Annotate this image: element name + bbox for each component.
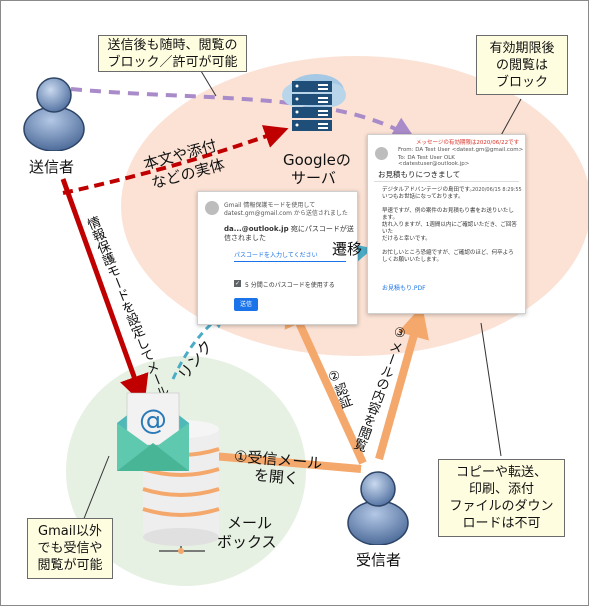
note-line: でも受信や [37, 541, 103, 556]
subject-divider [374, 181, 519, 182]
auth-arrow [284, 294, 367, 465]
avatar [205, 201, 219, 215]
recipient-address: da...@outlook.jp [224, 225, 289, 233]
passcode-headline: da...@outlook.jp 宛にパスコードが送 [224, 224, 354, 234]
body-line: お忙しいところ恐縮ですが、ご確認のほど、何卒よろ [382, 250, 514, 256]
body-line: 訪れ入りますが、1週間以内にご確認いただき、ご回答いた [382, 222, 517, 235]
body-line [382, 243, 518, 250]
body-line: ます。 [382, 215, 398, 221]
mode-line-1: Gmail 情報保護モードを使用して [224, 202, 316, 209]
google-server-label-1: Googleの [283, 151, 351, 169]
google-server-label-2: サーバ [291, 169, 336, 187]
note-non-gmail: Gmail以外 でも受信や 閲覧が可能 [27, 518, 113, 579]
passcode-input[interactable]: パスコードを入力してください [234, 250, 346, 262]
mail-body: デジタルアドバンテージの島田です。 いつもお世話になっております。 早速ですが、… [382, 187, 518, 264]
checkbox-label: 5 分間このパスコードを使用する [245, 282, 335, 289]
note-line: コピーや転送、 [455, 465, 547, 480]
server-rack-icon [282, 74, 346, 131]
note-line: 有効期限後 [489, 41, 555, 56]
entity-upload-arrow [62, 125, 289, 195]
note-line: 閲覧が可能 [37, 558, 103, 573]
note-line: の閲覧は [495, 58, 548, 73]
mailbox-label-1: メール [227, 514, 273, 532]
mail-from: From: DA Test User <datest.gm@gmail.com> [398, 147, 524, 153]
body-line: 早速ですが、例の案件のお見積もり書をお送りいたし [382, 208, 514, 214]
mail-to: To: DA Test User OLK <datestuser@outlook… [398, 155, 470, 167]
body-line: だけると幸いです。 [382, 236, 431, 242]
mailbox-label-2: ボックス [217, 533, 277, 551]
block-permit-arrow [70, 87, 416, 140]
transition-label: 遷移 [332, 240, 363, 258]
mail-subject: お見積もりにつきまして [378, 170, 461, 179]
person-icon [23, 77, 85, 151]
body-line [382, 201, 518, 208]
send-button[interactable]: 送信 [234, 298, 258, 311]
passcode-headline-2: 信されました [224, 234, 266, 242]
attachment-link[interactable]: お見積もり.PDF [382, 285, 426, 292]
note-copy-restricted: コピーや転送、 印刷、添付 ファイルのダウン ロードは不可 [438, 459, 565, 537]
body-line: しくお願いいたします。 [382, 257, 442, 263]
open-mail-label-2: を開く [253, 465, 300, 488]
sender-label: 送信者 [29, 158, 75, 176]
avatar [375, 147, 388, 160]
note-line: Gmail以外 [38, 524, 102, 539]
view-arrow [375, 305, 429, 461]
mode-line-2: datest.gm@gmail.com から送信されました [224, 210, 348, 217]
expiry-notice: メッセージの有効期限は2020/06/22です [416, 140, 520, 146]
note-line: ブロック／許可が可能 [107, 55, 238, 70]
mail-view-screen: メッセージの有効期限は2020/06/22です From: DA Test Us… [367, 134, 526, 314]
note-line: 印刷、添付 [468, 482, 534, 497]
body-line: いつもお世話になっております。 [382, 194, 464, 200]
note-line: ロードは不可 [462, 516, 541, 531]
person-icon [347, 471, 409, 545]
svg-text:@: @ [139, 403, 167, 436]
body-line: デジタルアドバンテージの島田です。 [382, 187, 476, 193]
bottom-right-note-line [480, 322, 502, 457]
envelope-at-icon: @ [117, 392, 189, 471]
receiver-label: 受信者 [356, 551, 402, 569]
note-line: ブロック [495, 75, 548, 90]
top-note-line [200, 70, 217, 97]
note-expiry-block: 有効期限後 の閲覧は ブロック [476, 35, 568, 95]
passcode-screen: Gmail 情報保護モードを使用して datest.gm@gmail.com か… [197, 191, 358, 325]
passcode-checkbox[interactable]: ✓ [234, 280, 241, 287]
mail-date: 2020/06/15 8:29:55 [472, 187, 522, 193]
note-line: ファイルのダウン [449, 499, 554, 514]
note-line: 送信後も随時、閲覧の [107, 38, 238, 53]
note-block-permit: 送信後も随時、閲覧の ブロック／許可が可能 [98, 35, 247, 72]
send-mail-arrow [60, 178, 149, 406]
top-right-note-line [498, 98, 522, 140]
bottom-left-note-line [82, 455, 110, 522]
headline-rest: 宛にパスコードが送 [288, 225, 354, 233]
